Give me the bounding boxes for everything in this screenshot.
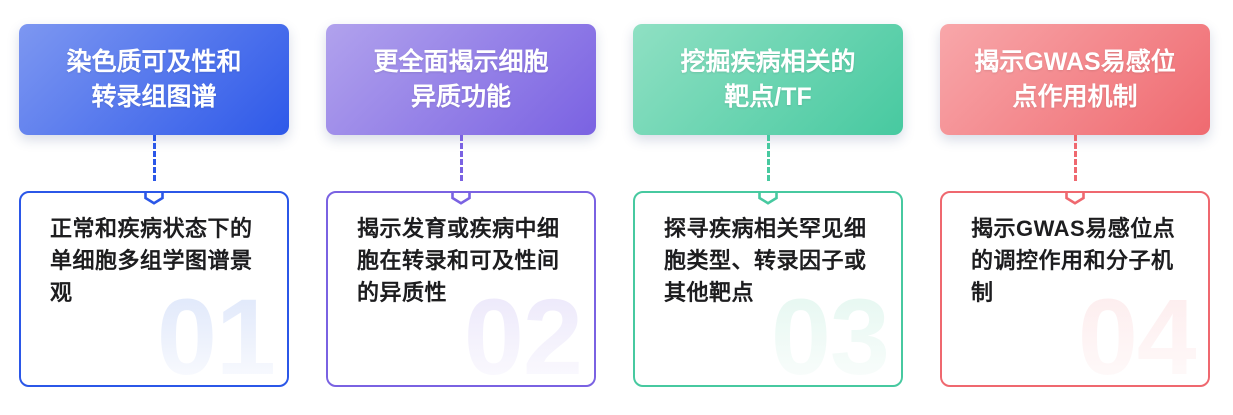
card-3-title: 挖掘疾病相关的 靶点/TF <box>680 45 855 115</box>
card-3-connector <box>633 135 903 191</box>
card-3-body: 探寻疾病相关罕见细胞类型、转录因子或其他靶点 03 <box>633 191 903 387</box>
card-2-description: 揭示发育或疾病中细胞在转录和可及性间的异质性 <box>357 216 560 305</box>
card-4-title-line-2: 点作用机制 <box>1012 82 1138 111</box>
card-1-header: 染色质可及性和 转录组图谱 <box>19 24 289 135</box>
card-4: 揭示GWAS易感位 点作用机制 揭示GWAS易感位点的调控作用和分子机制 04 <box>940 24 1210 387</box>
hexagon-connector-icon <box>1064 193 1086 205</box>
hexagon-connector-icon <box>450 193 472 205</box>
card-2: 更全面揭示细胞 异质功能 揭示发育或疾病中细胞在转录和可及性间的异质性 02 <box>326 24 596 387</box>
hexagon-connector-icon <box>143 193 165 205</box>
card-3-title-line-1: 挖掘疾病相关的 <box>680 47 856 76</box>
card-4-number: 04 <box>1078 283 1197 386</box>
card-1-title: 染色质可及性和 转录组图谱 <box>66 45 241 115</box>
dashed-line <box>1073 135 1077 181</box>
card-4-body: 揭示GWAS易感位点的调控作用和分子机制 04 <box>940 191 1210 387</box>
card-2-body: 揭示发育或疾病中细胞在转录和可及性间的异质性 02 <box>326 191 596 387</box>
card-3-number: 03 <box>771 283 890 386</box>
card-1-body: 正常和疾病状态下的单细胞多组学图谱景观 01 <box>19 191 289 387</box>
card-1-number: 01 <box>157 283 276 386</box>
card-1-title-line-2: 转录组图谱 <box>91 82 217 111</box>
dashed-line <box>152 135 156 181</box>
card-3-title-line-2: 靶点/TF <box>724 82 812 111</box>
card-4-header: 揭示GWAS易感位 点作用机制 <box>940 24 1210 135</box>
card-1-description: 正常和疾病状态下的单细胞多组学图谱景观 <box>50 216 253 305</box>
card-3-description: 探寻疾病相关罕见细胞类型、转录因子或其他靶点 <box>664 216 867 305</box>
card-2-header: 更全面揭示细胞 异质功能 <box>326 24 596 135</box>
card-4-connector <box>940 135 1210 191</box>
card-4-title-line-1: 揭示GWAS易感位 <box>974 47 1176 76</box>
card-1-connector <box>19 135 289 191</box>
infographic-cards-row: 染色质可及性和 转录组图谱 正常和疾病状态下的单细胞多组学图谱景观 01 更全面… <box>19 24 1210 387</box>
card-3: 挖掘疾病相关的 靶点/TF 探寻疾病相关罕见细胞类型、转录因子或其他靶点 03 <box>633 24 903 387</box>
card-1: 染色质可及性和 转录组图谱 正常和疾病状态下的单细胞多组学图谱景观 01 <box>19 24 289 387</box>
dashed-line <box>766 135 770 181</box>
dashed-line <box>459 135 463 181</box>
hexagon-connector-icon <box>757 193 779 205</box>
card-2-title-line-1: 更全面揭示细胞 <box>373 47 549 76</box>
card-2-connector <box>326 135 596 191</box>
card-4-description: 揭示GWAS易感位点的调控作用和分子机制 <box>971 216 1176 305</box>
card-2-title: 更全面揭示细胞 异质功能 <box>373 45 548 115</box>
card-4-title: 揭示GWAS易感位 点作用机制 <box>974 45 1175 115</box>
card-3-header: 挖掘疾病相关的 靶点/TF <box>633 24 903 135</box>
card-2-title-line-2: 异质功能 <box>410 82 511 111</box>
card-1-title-line-1: 染色质可及性和 <box>66 47 242 76</box>
card-2-number: 02 <box>464 283 583 386</box>
